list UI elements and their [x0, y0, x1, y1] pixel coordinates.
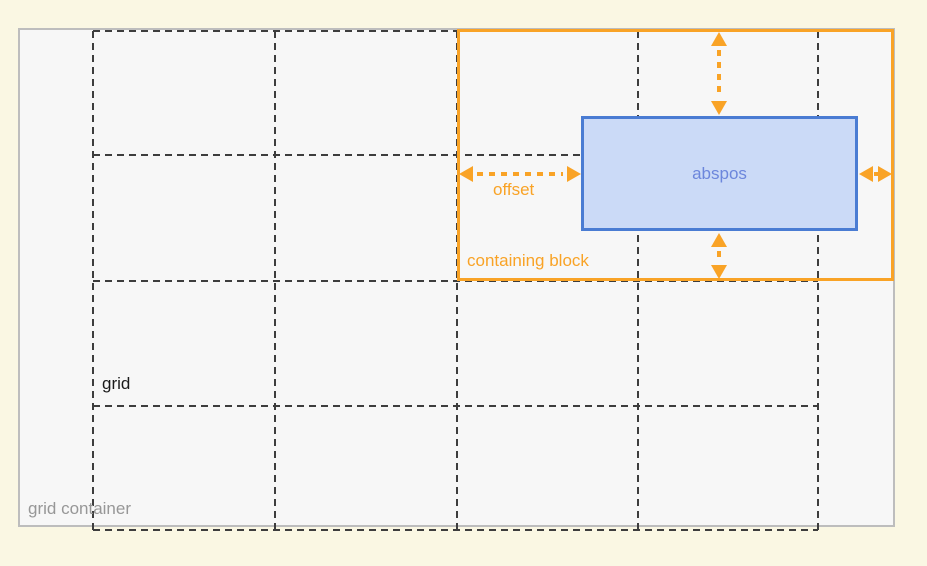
grid-label: grid	[102, 374, 131, 393]
offset-label: offset	[493, 180, 535, 199]
abspos-box: abspos	[581, 116, 858, 231]
containing-block-label: containing block	[467, 251, 589, 270]
abspos-label: abspos	[692, 163, 747, 183]
grid-container-label: grid container	[28, 499, 132, 518]
